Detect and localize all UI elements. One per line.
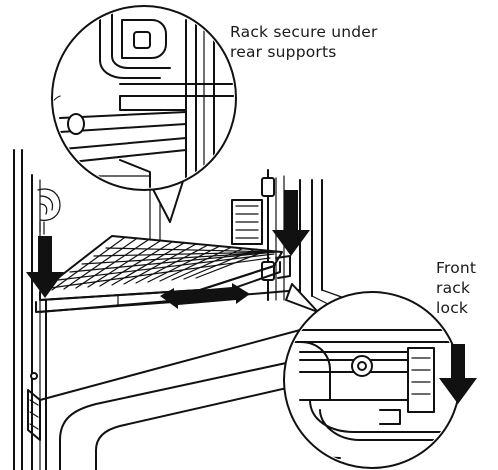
down-arrow-icon [439,344,477,404]
door-hinge [27,372,41,441]
down-arrow-icon [272,190,310,256]
convection-fan [37,188,61,235]
front-rack-lock-label: Front rack lock [436,259,477,317]
rear-support-label: Rack secure under rear supports [230,23,378,61]
down-arrow-icon [26,236,64,298]
rear-support-detail [51,5,237,223]
double-arrow-icon [160,283,250,309]
front-rack-lock-detail [283,283,461,469]
